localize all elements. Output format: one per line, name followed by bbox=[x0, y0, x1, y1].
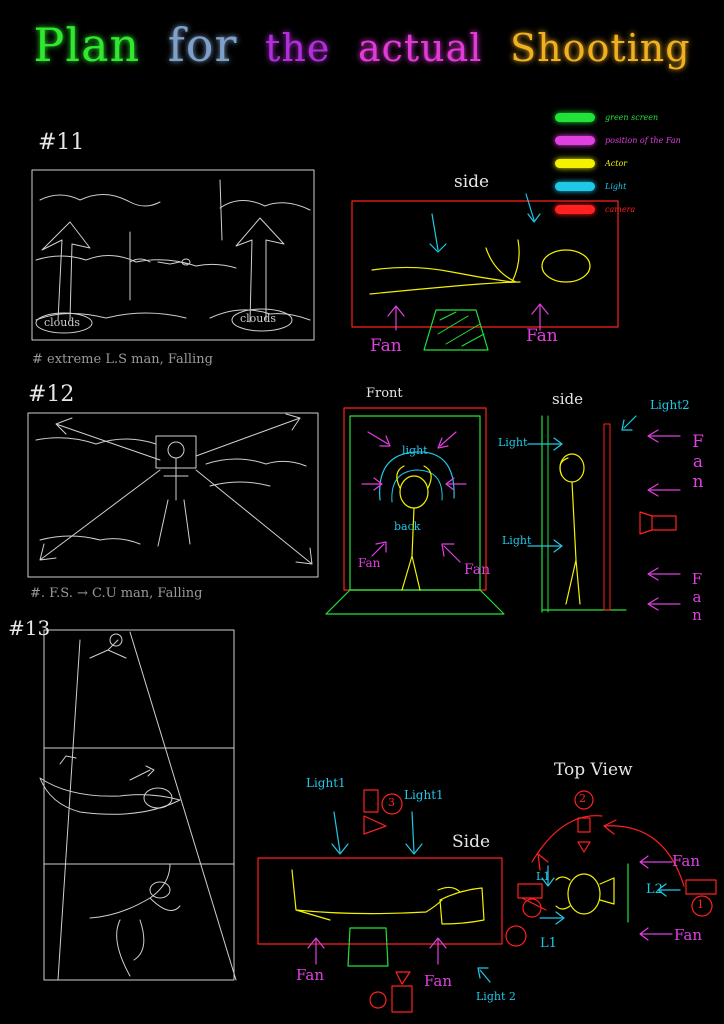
legend-swatch bbox=[555, 182, 595, 191]
scene13-top-l1b: L1 bbox=[540, 936, 557, 951]
title-word-for: for bbox=[167, 18, 238, 72]
legend-item-green-screen: green screen bbox=[555, 106, 715, 129]
cloud-label-left-frame bbox=[35, 308, 293, 334]
scene12-back-label: back bbox=[394, 520, 421, 533]
legend-label: Actor bbox=[605, 159, 628, 168]
scene13-fan-left: Fan bbox=[296, 966, 324, 984]
scene13-light-2: Light1 bbox=[404, 788, 444, 802]
title-word-plan: Plan bbox=[33, 18, 141, 72]
scene12-light-side: Light2 bbox=[650, 398, 690, 412]
legend-swatch bbox=[555, 159, 595, 168]
scene13-top-view-label: Top View bbox=[554, 760, 633, 780]
title-word-shooting: Shooting bbox=[510, 26, 691, 70]
camera-number-1: 1 bbox=[697, 898, 704, 911]
scene-number-11: #11 bbox=[38, 130, 85, 155]
scene13-side-view bbox=[257, 789, 527, 1013]
scene-number-13: #13 bbox=[8, 616, 51, 640]
scene12-side-label: side bbox=[552, 390, 583, 408]
legend-item-light: Light bbox=[555, 175, 715, 198]
scene12-fan-label-right: Fan bbox=[464, 562, 491, 578]
scene12-fan-top: Fan bbox=[688, 432, 708, 492]
scene11-frame bbox=[31, 169, 315, 341]
legend-item-camera: camera bbox=[555, 198, 715, 221]
legend-label: position of the Fan bbox=[605, 136, 681, 145]
scene11-side-label: side bbox=[454, 172, 490, 192]
legend-item-actor: Actor bbox=[555, 152, 715, 175]
camera-number-3: 3 bbox=[388, 796, 395, 809]
legend-swatch bbox=[555, 205, 595, 214]
scene12-fan-label-left: Fan bbox=[358, 556, 381, 570]
page-title: Plan for the actual Shooting bbox=[0, 18, 724, 72]
scene11-cloud-label-right: clouds bbox=[240, 312, 277, 325]
scene-number-12: #12 bbox=[28, 382, 75, 407]
legend-label: green screen bbox=[605, 113, 659, 122]
scene13-top-view bbox=[517, 790, 717, 941]
scene13-side-label: Side bbox=[452, 832, 491, 852]
scene11-side-view bbox=[351, 193, 619, 351]
scene13-fan-right: Fan bbox=[424, 972, 452, 990]
legend-label: camera bbox=[605, 205, 636, 214]
legend-item-fan: position of the Fan bbox=[555, 129, 715, 152]
scene12-light1: Light bbox=[498, 436, 528, 449]
scene12-light2: Light bbox=[502, 534, 532, 547]
legend-label: Light bbox=[605, 182, 627, 191]
scene11-cloud-label-left: clouds bbox=[44, 316, 81, 329]
camera-number-2: 2 bbox=[579, 792, 586, 805]
scene12-side-view bbox=[527, 415, 681, 613]
title-word-the: the bbox=[265, 26, 331, 70]
scene13-top-l1a: L1 bbox=[536, 870, 551, 883]
scene12-caption: #. F.S. → C.U man, Falling bbox=[30, 586, 203, 601]
scene11-caption: # extreme L.S man, Falling bbox=[32, 352, 213, 367]
scene13-top-fan2: Fan bbox=[674, 926, 702, 944]
scene12-front-view bbox=[325, 407, 505, 615]
color-legend: green screen position of the Fan Actor L… bbox=[555, 106, 715, 221]
legend-swatch bbox=[555, 113, 595, 122]
title-word-actual: actual bbox=[357, 26, 483, 70]
scene12-light-label: light bbox=[402, 444, 428, 457]
scene13-frames bbox=[39, 629, 237, 981]
scene13-top-l2: L2 bbox=[646, 882, 663, 897]
scene12-fan-bottom: Fan bbox=[688, 570, 706, 624]
scene11-fan-left: Fan bbox=[370, 336, 402, 356]
scene13-light-bottom: Light 2 bbox=[476, 990, 516, 1003]
legend-swatch bbox=[555, 136, 595, 145]
scene13-light-1: Light1 bbox=[306, 776, 346, 790]
scene12-frame bbox=[27, 412, 319, 578]
scene11-fan-right: Fan bbox=[526, 326, 558, 346]
scene12-front-label: Front bbox=[366, 386, 403, 401]
scene13-top-fan1: Fan bbox=[672, 852, 700, 870]
